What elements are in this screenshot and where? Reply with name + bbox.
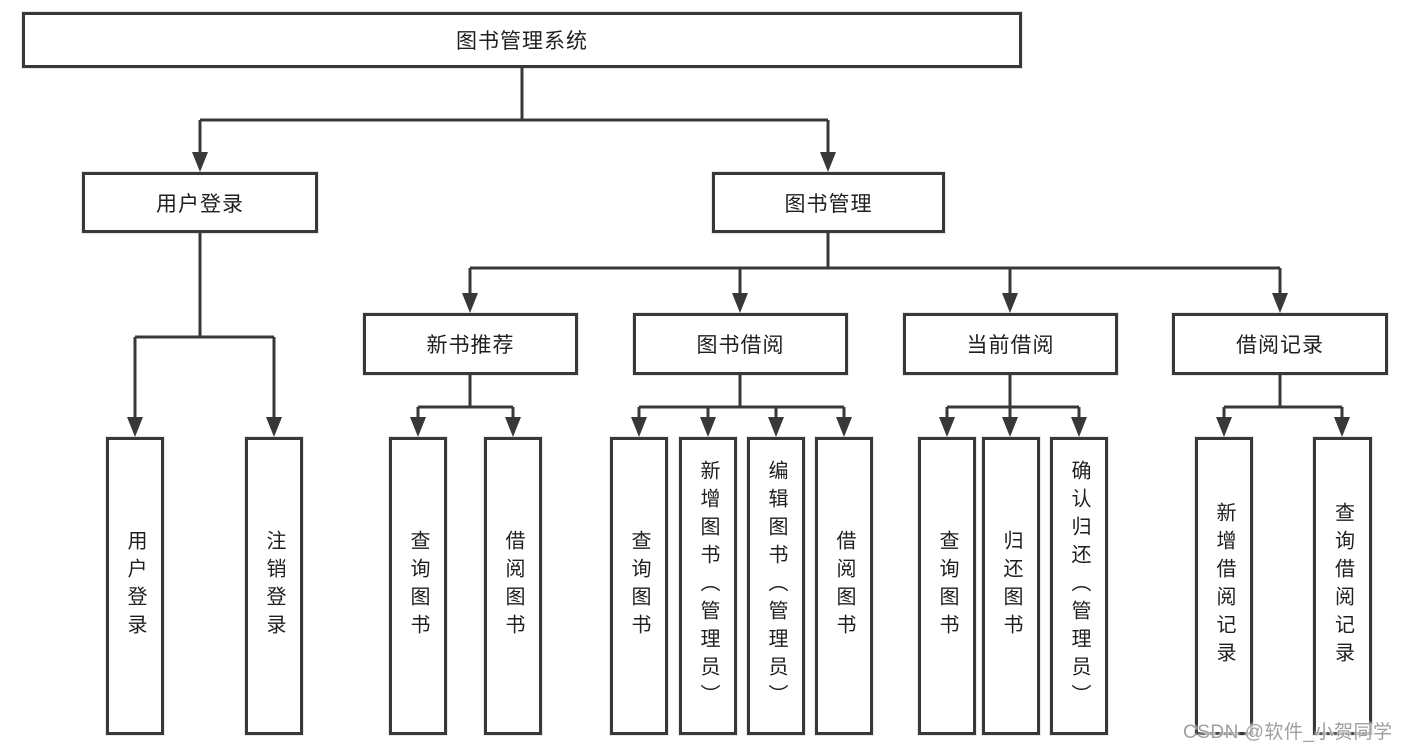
node-library-system: 图书管理系统 bbox=[22, 12, 1022, 68]
leaf-query-books-current: 查询图书 bbox=[918, 437, 976, 735]
node-new-book-recommend: 新书推荐 bbox=[363, 313, 578, 375]
leaf-edit-book-admin: 编辑图书（管理员） bbox=[747, 437, 805, 735]
node-borrow-records: 借阅记录 bbox=[1172, 313, 1388, 375]
node-book-borrow: 图书借阅 bbox=[633, 313, 848, 375]
csdn-watermark: CSDN @软件_小贺同学 bbox=[1183, 722, 1393, 743]
leaf-add-borrow-record: 新增借阅记录 bbox=[1195, 437, 1253, 735]
leaf-borrow-books: 借阅图书 bbox=[815, 437, 873, 735]
node-user-login: 用户登录 bbox=[82, 172, 318, 233]
leaf-borrow-books-recommend: 借阅图书 bbox=[484, 437, 542, 735]
node-book-management: 图书管理 bbox=[712, 172, 945, 233]
leaf-return-book: 归还图书 bbox=[982, 437, 1040, 735]
leaf-confirm-return-admin: 确认归还（管理员） bbox=[1050, 437, 1108, 735]
node-current-borrow: 当前借阅 bbox=[903, 313, 1118, 375]
leaf-logout: 注销登录 bbox=[245, 437, 303, 735]
leaf-query-books-borrow: 查询图书 bbox=[610, 437, 668, 735]
tree-branch-lines bbox=[133, 68, 1344, 419]
leaf-query-books-recommend: 查询图书 bbox=[389, 437, 447, 735]
arrowheads bbox=[127, 152, 1350, 437]
leaf-add-book-admin: 新增图书（管理员） bbox=[679, 437, 737, 735]
leaf-user-login: 用户登录 bbox=[106, 437, 164, 735]
leaf-query-borrow-record: 查询借阅记录 bbox=[1313, 437, 1372, 735]
